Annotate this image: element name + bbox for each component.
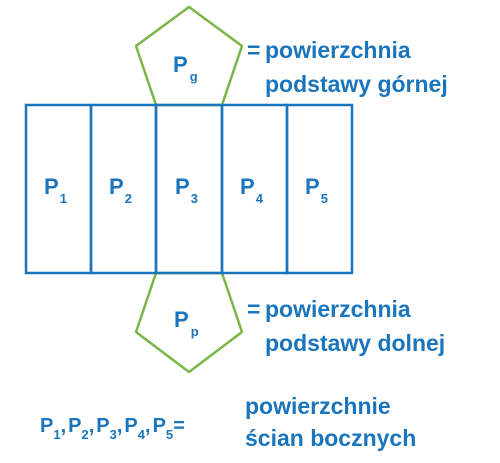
face-label-1: P1 xyxy=(44,174,67,206)
legend-description-line2: ścian bocznych xyxy=(245,425,416,451)
bottom-base-description-line2: podstawy dolnej xyxy=(265,330,445,356)
lateral-face-5 xyxy=(285,103,354,275)
face-label-2: P2 xyxy=(109,174,132,206)
face-label-4: P4 xyxy=(240,174,264,206)
lateral-faces xyxy=(24,103,354,275)
legend-description-line1: powierzchnie xyxy=(245,393,391,419)
top-base-equals: = xyxy=(247,37,260,63)
legend-labels: P1,P2,P3,P4,P5= xyxy=(40,415,185,442)
bottom-base-pentagon xyxy=(134,271,244,374)
top-base-description-line2: podstawy górnej xyxy=(265,71,448,97)
bottom-base-equals: = xyxy=(247,296,260,322)
top-base-description-line1: powierzchnia xyxy=(265,37,411,63)
top-base-pentagon xyxy=(134,5,244,107)
face-label-3: P3 xyxy=(175,174,198,206)
bottom-base-description-line1: powierzchnia xyxy=(265,296,411,322)
face-label-5: P5 xyxy=(305,174,328,206)
